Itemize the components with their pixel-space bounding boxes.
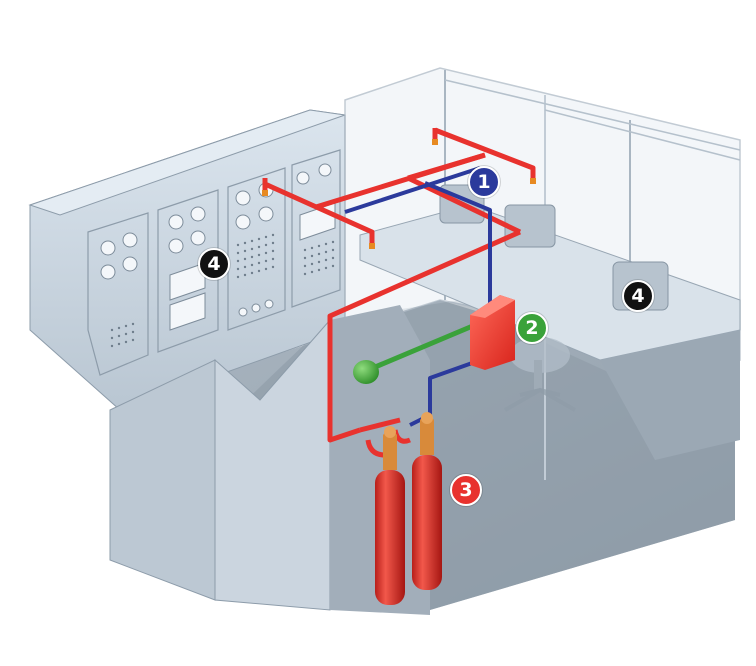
gas-cylinders (375, 412, 442, 605)
callout-1: 1 (468, 166, 500, 198)
callout-3: 3 (450, 474, 482, 506)
nozzles (262, 139, 536, 249)
manual-release-station (353, 360, 379, 384)
callout-4-cabinets: 4 (198, 248, 230, 280)
cylinder-2 (412, 412, 442, 590)
callout-1-label: 1 (477, 171, 491, 193)
control-panel (470, 295, 515, 370)
callout-2-label: 2 (525, 317, 539, 339)
callout-4-workstation: 4 (622, 280, 654, 312)
callout-3-label: 3 (459, 479, 473, 501)
callout-4a-label: 4 (207, 253, 221, 275)
cylinder-1 (375, 426, 405, 605)
callout-2: 2 (516, 312, 548, 344)
actuation-line (353, 322, 476, 384)
discharge-piping (262, 127, 536, 458)
chair (504, 337, 576, 412)
callout-4b-label: 4 (631, 285, 645, 307)
speaker-grid (110, 233, 335, 348)
